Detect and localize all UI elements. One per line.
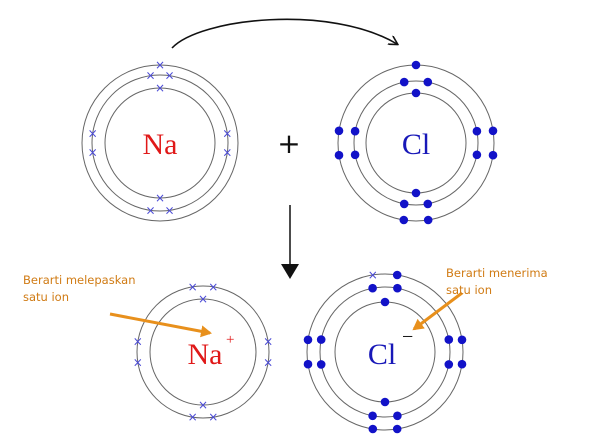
sodium-atom-shell-2-electron: × bbox=[164, 203, 174, 217]
chloride-ion-shell-2 bbox=[319, 286, 451, 418]
chloride-ion: Cl − × bbox=[303, 268, 467, 434]
chlorine-atom-shell-2-electron bbox=[423, 199, 433, 209]
chlorine-atom-shell-3-electron bbox=[334, 126, 344, 136]
chlorine-atom-shell-1-electron bbox=[411, 88, 421, 98]
chlorine-atom-shell-3-electron bbox=[334, 150, 344, 160]
sodium-atom-shell-1-electron: × bbox=[155, 81, 165, 95]
sodium-atom-shell-2-electron: × bbox=[88, 127, 98, 141]
chloride-ion-shell-3-electron bbox=[392, 424, 402, 434]
sodium-atom-shell-2 bbox=[91, 74, 229, 212]
sodium-ion: Na + ×××××××××× bbox=[133, 280, 273, 424]
chlorine-atom-shell-2-electron bbox=[350, 126, 360, 136]
sodium-ion-charge: + bbox=[226, 332, 234, 348]
sodium-ion-shell-2-electron: × bbox=[263, 335, 273, 349]
chlorine-atom-shell-3-electron bbox=[423, 215, 433, 225]
chloride-ion-shell-2-electron bbox=[368, 283, 377, 293]
sodium-atom-shell-2-electron: × bbox=[88, 146, 98, 160]
chloride-ion-shell-2-electron bbox=[316, 335, 326, 344]
sodium-atom-shell-2-electron: × bbox=[164, 69, 174, 83]
sodium-note-pointer bbox=[109, 312, 212, 338]
chlorine-atom-shell-2-electron bbox=[399, 77, 409, 87]
chlorine-atom-shell-2-electron bbox=[472, 150, 482, 160]
sodium-atom-shell-2-electron: × bbox=[222, 146, 232, 160]
chloride-ion-shell-2-electron bbox=[393, 283, 402, 293]
sodium-ion-note: Berarti melepaskan satu ion bbox=[23, 273, 136, 304]
sodium-atom-shell-3-electron: × bbox=[155, 58, 165, 72]
chloride-ion-shell-3-electron bbox=[368, 424, 378, 434]
sodium-ion-symbol: Na bbox=[188, 338, 223, 371]
chlorine-atom-shell-3-electron bbox=[411, 60, 421, 70]
chloride-ion-shell-1-electron bbox=[380, 397, 390, 407]
chloride-ion-shell-3-electron bbox=[457, 359, 467, 369]
sodium-ion-shell-2 bbox=[136, 285, 270, 419]
chloride-ion-shell-2-electron bbox=[444, 360, 454, 369]
chlorine-atom-shell-2-electron bbox=[472, 126, 482, 136]
sodium-ion-shell-1 bbox=[149, 298, 257, 406]
sodium-atom-shell-1-electron: × bbox=[155, 191, 165, 205]
chlorine-atom-symbol: Cl bbox=[402, 128, 430, 161]
chlorine-atom-shell-3-electron bbox=[399, 215, 409, 225]
chlorine-atom-shell-2-electron bbox=[350, 150, 360, 160]
sodium-atom: Na ××××××××××× bbox=[81, 58, 239, 222]
sodium-atom-shell-2-electron: × bbox=[145, 69, 155, 83]
sodium-ion-shell-2-electron: × bbox=[133, 335, 143, 349]
chloride-ion-shell-2-electron bbox=[368, 411, 377, 421]
chloride-ion-shell-3 bbox=[306, 273, 464, 431]
chlorine-atom-shell-1-electron bbox=[411, 188, 421, 198]
sodium-ion-shell-2-electron: × bbox=[208, 410, 218, 424]
sodium-atom-shell-2-electron: × bbox=[145, 203, 155, 217]
sodium-ion-shell-2-electron: × bbox=[188, 410, 198, 424]
sodium-ion-shell-2-electron: × bbox=[133, 355, 143, 369]
sodium-ion-shell-1-electron: × bbox=[198, 292, 208, 306]
sodium-ion-shell-2-electron: × bbox=[188, 280, 198, 294]
plus-sign: + bbox=[277, 127, 300, 160]
chlorine-atom-shell-2-electron bbox=[399, 199, 409, 209]
chloride-ion-symbol: Cl bbox=[368, 338, 396, 371]
chlorine-atom: Cl bbox=[334, 60, 498, 225]
sodium-atom-symbol: Na bbox=[143, 128, 178, 161]
chlorine-atom-shell-2 bbox=[353, 80, 479, 206]
chloride-ion-shell-3-electron: × bbox=[368, 268, 378, 282]
electron-transfer-arrow bbox=[171, 18, 397, 49]
sodium-atom-shell-3 bbox=[81, 64, 239, 222]
sodium-ion-electrons: ×××××××××× bbox=[133, 280, 273, 424]
sodium-ion-shell-2-electron: × bbox=[263, 355, 273, 369]
chlorine-ion-note: Berarti menerima satu ion bbox=[446, 266, 548, 297]
chlorine-atom-shell-3-electron bbox=[488, 150, 498, 160]
chlorine-atom-shell-3-electron bbox=[488, 126, 498, 136]
chloride-ion-shell-2-electron bbox=[444, 335, 454, 344]
sodium-atom-electrons: ××××××××××× bbox=[88, 58, 233, 217]
chlorine-atom-shell-2-electron bbox=[423, 77, 433, 87]
chloride-ion-shell-3-electron bbox=[303, 335, 313, 345]
sodium-ion-shell-1-electron: × bbox=[198, 398, 208, 412]
sodium-atom-shell-1 bbox=[104, 87, 216, 199]
sodium-ion-shell-2-electron: × bbox=[208, 280, 218, 294]
chloride-ion-electrons: × bbox=[303, 268, 467, 434]
chloride-ion-charge: − bbox=[402, 326, 413, 348]
chlorine-atom-electrons bbox=[334, 60, 498, 225]
chloride-ion-shell-2-electron bbox=[393, 411, 402, 421]
sodium-atom-shell-2-electron: × bbox=[222, 127, 232, 141]
chloride-ion-shell-3-electron bbox=[457, 335, 467, 345]
chloride-ion-shell-2-electron bbox=[316, 360, 326, 369]
chlorine-note-pointer bbox=[412, 291, 463, 331]
reaction-arrow bbox=[281, 205, 299, 279]
chloride-ion-shell-3-electron bbox=[392, 270, 402, 280]
chloride-ion-shell-1-electron bbox=[380, 297, 390, 307]
chloride-ion-shell-3-electron bbox=[303, 359, 313, 369]
